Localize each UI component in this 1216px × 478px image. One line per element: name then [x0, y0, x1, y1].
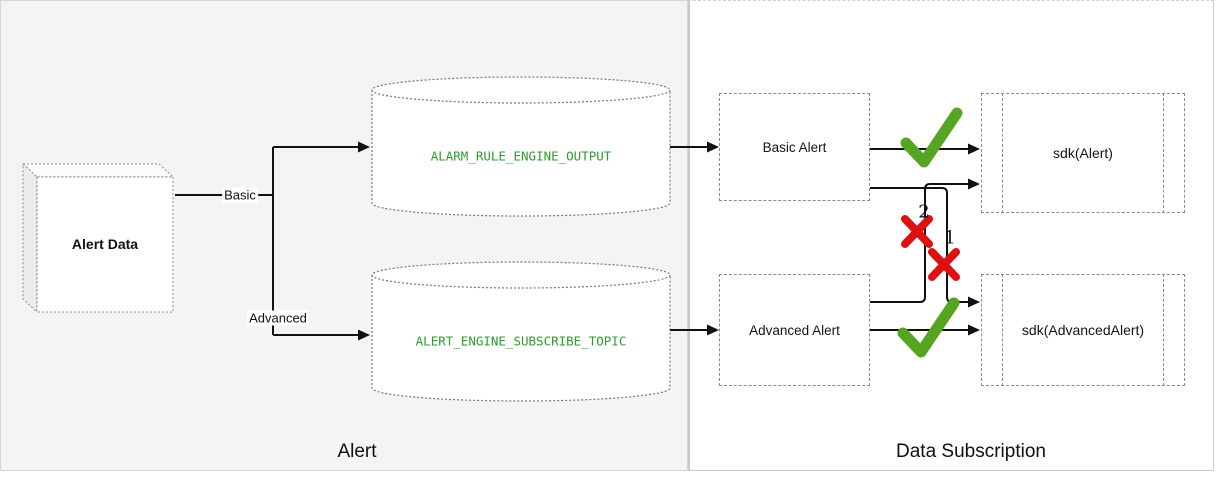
advanced-alert-node: Advanced Alert — [719, 274, 870, 386]
arrowheads — [358, 141, 980, 341]
alert-data-box-front-face — [36, 176, 174, 313]
cylinder-top — [371, 261, 671, 289]
data-subscription-section-panel — [688, 0, 1214, 471]
basic-alert-node: Basic Alert — [719, 93, 870, 201]
arrowhead-icon — [707, 141, 719, 153]
connector-lines — [175, 146, 970, 336]
valid-check-icon — [900, 107, 963, 168]
cylinder-body — [371, 275, 671, 402]
alert-data-box-top-face — [21, 163, 175, 178]
alert-data-node-shape — [21, 162, 175, 314]
arrowhead-icon — [968, 143, 980, 155]
invalid-cross-icon — [928, 248, 960, 281]
arrowhead-icon — [707, 324, 719, 336]
invalid-cross-icon — [901, 215, 933, 248]
sdk-alert-inner-frame: sdk(Alert) — [1002, 93, 1164, 213]
invalid-path-1-number: 1 — [944, 227, 956, 249]
sdk-alert-label: sdk(Alert) — [1053, 145, 1113, 161]
alert-engine-subscribe-topic-label: ALERT_ENGINE_SUBSCRIBE_TOPIC — [415, 333, 627, 349]
advanced-branch-label: Advanced — [247, 310, 309, 326]
alarm-rule-engine-output-label: ALARM_RULE_ENGINE_OUTPUT — [430, 148, 612, 164]
arrowhead-icon — [968, 296, 980, 308]
alarm-rule-engine-output-cylinder — [371, 76, 671, 217]
alert-data-box-side-face — [22, 162, 38, 314]
valid-check-icon — [897, 297, 960, 358]
arrowhead-icon — [358, 141, 370, 153]
cylinder-top — [371, 76, 671, 104]
basic-branch-label: Basic — [222, 187, 258, 203]
arrowhead-icon — [968, 178, 980, 190]
arrowhead-icon — [358, 329, 370, 341]
sdk-advanced-alert-inner-frame: sdk(AdvancedAlert) — [1002, 274, 1164, 386]
sdk-alert-node: sdk(Alert) — [981, 93, 1185, 213]
basic-alert-label: Basic Alert — [762, 139, 827, 155]
alert-data-label: Alert Data — [71, 236, 139, 252]
advanced-alert-label: Advanced Alert — [749, 322, 840, 338]
arrowhead-icon — [968, 324, 980, 336]
sdk-advanced-alert-node: sdk(AdvancedAlert) — [981, 274, 1185, 386]
sdk-advanced-alert-label: sdk(AdvancedAlert) — [1021, 322, 1145, 338]
invalid-path-2-number: 2 — [918, 201, 930, 223]
alert-engine-subscribe-topic-cylinder — [371, 261, 671, 402]
alert-section-title: Alert — [337, 441, 377, 462]
data-subscription-section-title: Data Subscription — [896, 441, 1046, 462]
cylinder-body — [371, 90, 671, 217]
